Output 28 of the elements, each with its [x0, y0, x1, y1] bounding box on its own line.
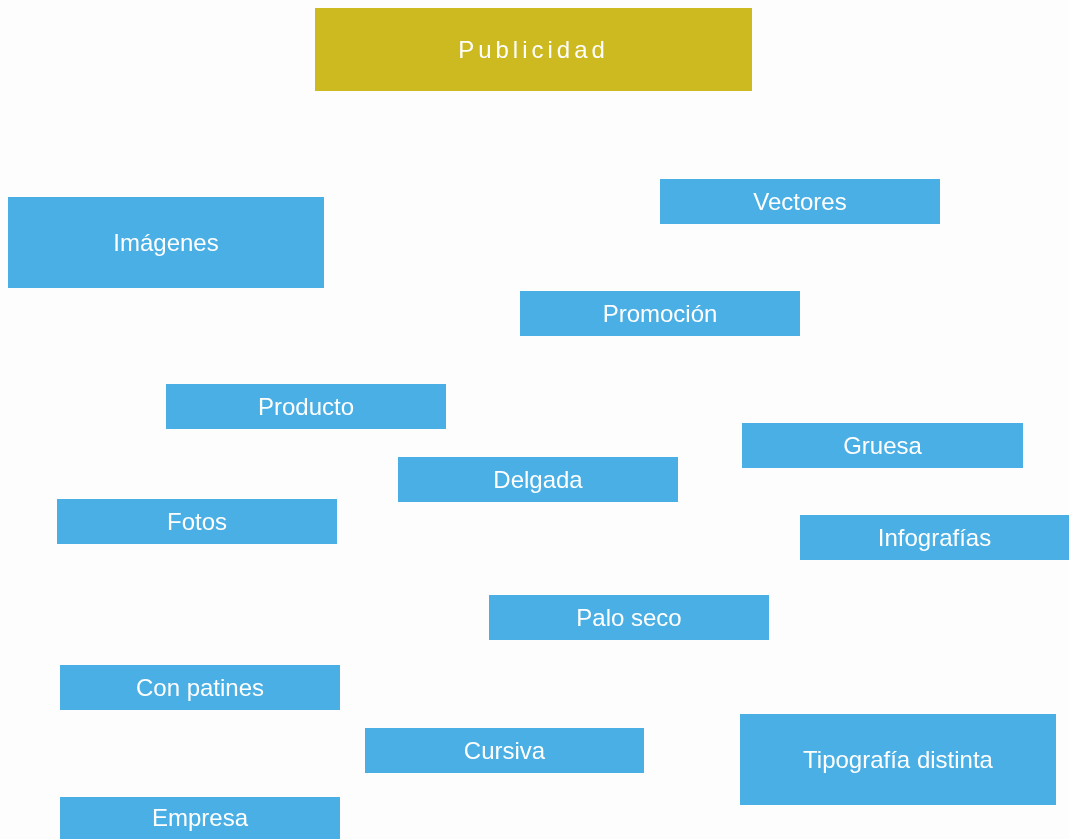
- topic-box: [60, 665, 340, 710]
- topic-box: [660, 179, 940, 224]
- box-label: Infografías: [876, 523, 993, 552]
- box-label: Cursiva: [462, 736, 547, 765]
- box-label: Producto: [256, 392, 356, 421]
- topic-box: [8, 197, 324, 288]
- box-label: Vectores: [752, 187, 848, 216]
- topic-box: [60, 797, 340, 839]
- topic-box: [520, 291, 800, 336]
- box-label: Gruesa: [842, 431, 923, 460]
- topic-box: [398, 457, 678, 502]
- topic-box: [57, 499, 337, 544]
- box-label: Publicidad: [457, 35, 610, 64]
- topic-box: [166, 384, 446, 429]
- title-box: [315, 8, 752, 91]
- box-label: Con patines: [134, 673, 266, 702]
- box-label: Promoción: [601, 299, 719, 328]
- box-label: Imágenes: [112, 228, 220, 257]
- box-label: Fotos: [166, 507, 228, 536]
- box-label: Delgada: [492, 465, 584, 494]
- box-label: Tipografía distinta: [802, 745, 994, 774]
- box-label: Palo seco: [575, 603, 683, 632]
- topic-box: [365, 728, 644, 773]
- topic-box: [800, 515, 1069, 560]
- topic-box: [740, 714, 1056, 805]
- topic-box: [489, 595, 769, 640]
- box-label: Empresa: [150, 804, 249, 832]
- topic-box: [742, 423, 1023, 468]
